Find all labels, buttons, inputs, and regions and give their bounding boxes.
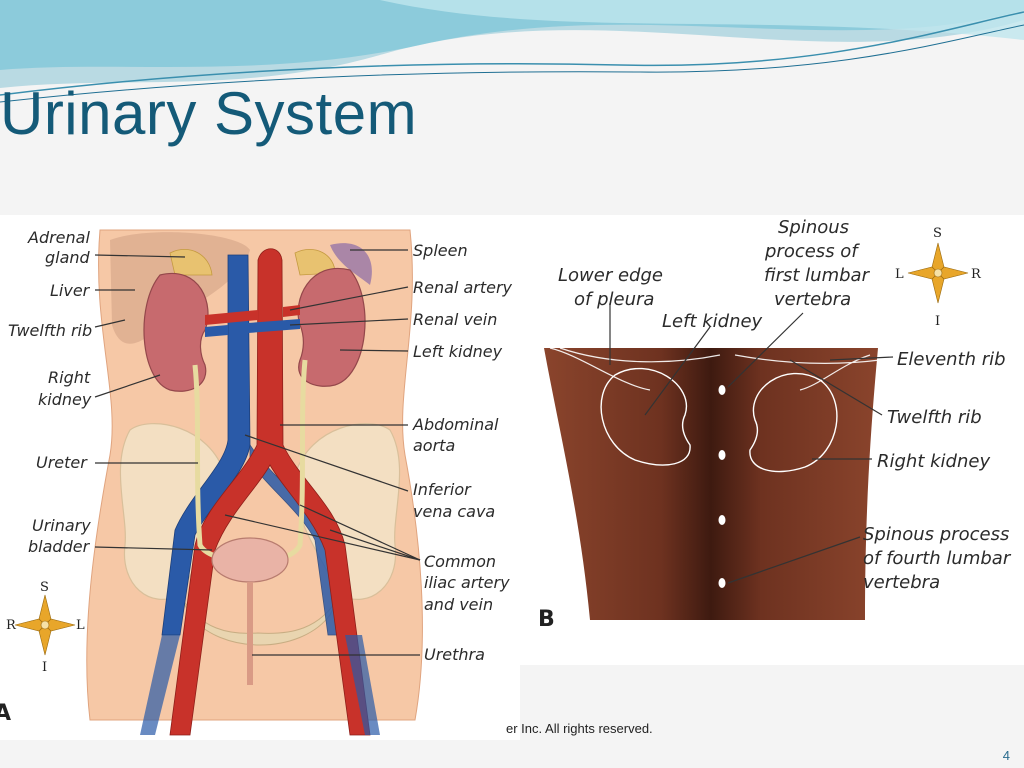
label-urethra: Urethra (424, 645, 485, 664)
left-kidney-shape (297, 267, 366, 387)
label-spinous-fourth-line2: of fourth lumbar (863, 548, 1012, 569)
spinous-process-dot (718, 450, 726, 460)
leader-spinous-fourth (727, 536, 861, 584)
label-twelfth-rib: Twelfth rib (8, 321, 92, 340)
leader-left-kidney (339, 349, 409, 352)
page-number: 4 (1002, 748, 1010, 763)
header-wave-decoration (0, 0, 1024, 103)
rib-outlines (549, 347, 881, 391)
abdominal-aorta-shape (169, 248, 371, 736)
compass-a-bottom: I (42, 660, 47, 675)
spinous-process-dot (718, 515, 726, 525)
panel-letter-b: B (538, 607, 555, 632)
anatomy-figure-anterior: Adrenal gland Liver Twelfth rib Right ki… (0, 215, 520, 740)
compass-b-top: S (933, 226, 942, 241)
label-right-kidney-line2: kidney (38, 390, 92, 409)
label-spinous-fourth-line3: vertebra (863, 572, 940, 593)
renal-vein-shape (205, 319, 300, 337)
leader-urinary-bladder (94, 546, 213, 551)
leader-spinous-first (727, 312, 804, 388)
posterior-illustration: Lower edge of pleura Spinous process of … (538, 217, 1012, 632)
label-renal-vein: Renal vein (413, 310, 497, 329)
anatomy-figure-posterior: Lower edge of pleura Spinous process of … (520, 215, 1024, 665)
label-twelfth-rib-b: Twelfth rib (887, 407, 982, 428)
label-common-iliac-line1: Common (424, 552, 496, 571)
label-lower-edge-pleura-line1: Lower edge (558, 265, 663, 286)
label-common-iliac-line2: iliac artery (424, 573, 510, 592)
label-lower-edge-pleura-line2: of pleura (574, 289, 654, 310)
compass-b-right: R (971, 267, 982, 282)
slide-title: Urinary System (0, 80, 418, 147)
compass-b-left: L (895, 267, 904, 282)
label-abdominal-aorta-line2: aorta (413, 436, 455, 455)
right-kidney-shape (143, 272, 209, 392)
label-ureter: Ureter (36, 453, 88, 472)
label-right-kidney-b: Right kidney (877, 451, 990, 472)
label-eleventh-rib: Eleventh rib (897, 349, 1006, 370)
label-left-kidney-b: Left kidney (662, 311, 763, 332)
leader-adrenal-gland (94, 254, 186, 258)
renal-artery-shape (205, 305, 300, 325)
compass-a-right: L (76, 618, 85, 633)
label-left-kidney: Left kidney (413, 342, 503, 361)
leader-common-iliac-3 (224, 514, 421, 561)
back-skin (544, 348, 878, 620)
spinous-process-dot (718, 385, 726, 395)
label-urinary-bladder-line2: bladder (28, 537, 91, 556)
leader-twelfth-rib (94, 319, 126, 328)
leader-left-kidney-b (644, 326, 711, 416)
label-spinous-first-line1: Spinous (778, 217, 849, 238)
label-inferior-vena-cava-line2: vena cava (413, 502, 495, 521)
leader-twelfth-rib-b (789, 359, 883, 416)
leader-right-kidney (94, 374, 161, 398)
right-kidney-outline (749, 372, 838, 473)
label-urinary-bladder-line1: Urinary (32, 516, 91, 535)
label-inferior-vena-cava-line1: Inferior (413, 480, 472, 499)
compass-rose-b (907, 242, 969, 304)
label-spleen: Spleen (413, 241, 468, 260)
leader-inferior-vena-cava (244, 434, 409, 492)
copyright-notice: er Inc. All rights reserved. (506, 721, 653, 736)
label-renal-artery: Renal artery (413, 278, 513, 297)
leader-renal-vein (289, 318, 409, 326)
compass-a-top: S (40, 580, 49, 595)
spinous-process-dot (718, 578, 726, 588)
spleen-shape (330, 243, 372, 285)
leader-common-iliac-2 (329, 529, 421, 561)
panel-letter-a: A (0, 701, 11, 726)
compass-a-left: R (6, 618, 17, 633)
label-liver: Liver (50, 281, 91, 300)
right-adrenal-gland (169, 249, 213, 276)
compass-b-bottom: I (935, 314, 940, 329)
label-spinous-fourth-line1: Spinous process (863, 524, 1009, 545)
urinary-bladder-shape (211, 537, 289, 583)
label-spinous-first-line3: first lumbar (764, 265, 871, 286)
leader-renal-artery (289, 286, 409, 311)
label-common-iliac-line3: and vein (424, 595, 493, 614)
label-spinous-first-line2: process of (764, 241, 860, 262)
label-abdominal-aorta-line1: Abdominal (412, 415, 499, 434)
compass-rose-a (14, 594, 76, 656)
leg-veins (140, 635, 380, 735)
anterior-illustration: Adrenal gland Liver Twelfth rib Right ki… (0, 228, 513, 736)
label-adrenal-gland-line2: gland (45, 248, 91, 267)
leader-eleventh-rib (829, 356, 894, 361)
label-spinous-first-line4: vertebra (774, 289, 851, 310)
left-kidney-outline (600, 367, 691, 466)
label-adrenal-gland-line1: Adrenal (27, 228, 90, 247)
label-right-kidney-line1: Right (48, 368, 91, 387)
leader-common-iliac-1 (299, 504, 421, 561)
